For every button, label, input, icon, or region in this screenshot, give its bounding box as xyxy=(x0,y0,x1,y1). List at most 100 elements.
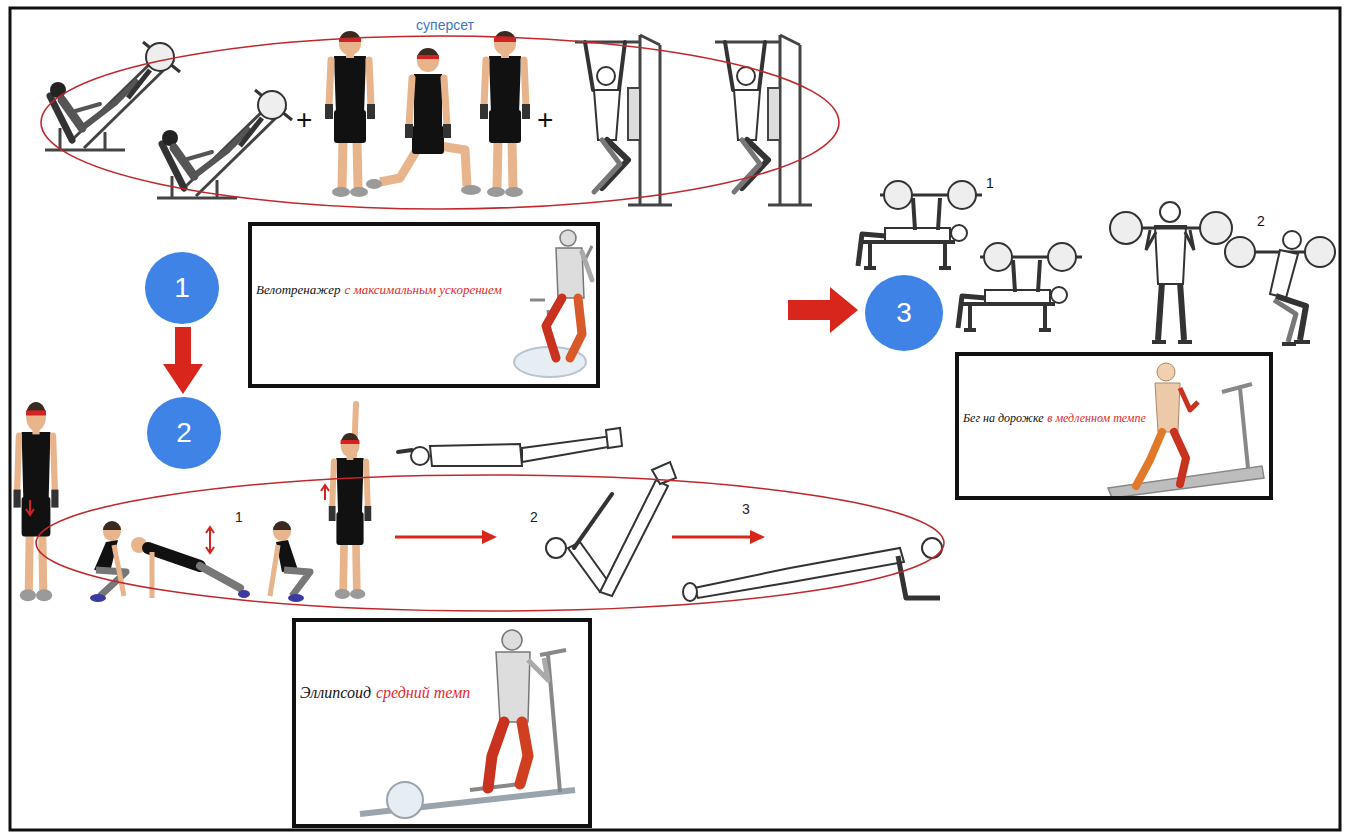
text-group: Эллипсоидсредний темп xyxy=(300,684,470,702)
front-press-figure xyxy=(1152,340,1192,344)
lying-figure xyxy=(398,450,412,452)
standing-man-figure xyxy=(325,31,375,197)
standing-man-figure xyxy=(13,402,58,601)
lunge-figure xyxy=(366,48,481,195)
node-text: 3 xyxy=(742,501,750,517)
text-group: Велотренажерс максимальным ускорением xyxy=(256,280,502,298)
squat-figure xyxy=(1282,342,1310,344)
lying-figure xyxy=(430,444,522,466)
node-text: 1 xyxy=(174,272,190,304)
burpee-figure xyxy=(200,566,240,588)
exercise-ellipse: 123 xyxy=(35,474,945,612)
text-group: 1 xyxy=(145,252,219,324)
red-arrow xyxy=(395,536,484,539)
plus-sign: + xyxy=(296,104,312,136)
lunge-figure xyxy=(412,126,444,154)
bike-figure xyxy=(546,298,562,358)
elliptical-figure xyxy=(470,784,520,790)
red-arrow xyxy=(672,536,752,539)
cardio-box: Велотренажерс максимальным ускорением xyxy=(248,222,600,388)
burpee-figure xyxy=(150,552,155,598)
plus-sign: + xyxy=(296,104,312,136)
node-text: с максимальным ускорением xyxy=(344,283,501,298)
squat-figure xyxy=(1305,237,1335,267)
burpee-figure xyxy=(206,527,214,553)
callout-number: 1 xyxy=(986,174,994,192)
treadmill-figure xyxy=(1108,363,1264,498)
lunge-figure xyxy=(461,185,481,195)
node-text: 2 xyxy=(176,417,192,449)
bench-press-figure xyxy=(858,181,982,268)
v-up-figure xyxy=(546,538,566,558)
step-circle: 3 xyxy=(865,275,943,351)
superset-ellipse: суперсет xyxy=(40,35,840,210)
text-group: 3 xyxy=(742,500,750,518)
node-text: Бег на дорожке xyxy=(963,412,1044,426)
burpee-figure xyxy=(26,404,356,602)
front-press-figure xyxy=(1155,226,1186,284)
ellipse-outline xyxy=(41,36,839,209)
bike-figure xyxy=(570,298,582,358)
node-text: в медленном темпе xyxy=(1047,412,1146,426)
plank-figure xyxy=(898,556,940,598)
burpee-figure xyxy=(321,485,329,500)
frame xyxy=(10,8,1340,830)
elliptical-figure xyxy=(488,722,504,788)
burpee-figure xyxy=(103,521,121,530)
lunge-figure xyxy=(443,124,451,138)
callout-number: 2 xyxy=(1257,212,1265,230)
burpee-figure xyxy=(114,545,124,596)
plank-figure xyxy=(683,538,942,601)
callout-number: 2 xyxy=(1257,213,1265,229)
elliptical-figure xyxy=(520,722,528,784)
lunge-figure xyxy=(409,78,447,126)
node-text: средний темп xyxy=(376,684,470,702)
burpee-figure xyxy=(238,590,250,598)
flow-arrow xyxy=(175,327,191,364)
leg-press-figure xyxy=(157,90,292,198)
plank-figure xyxy=(683,583,697,601)
standing-man-figure xyxy=(329,433,372,599)
text-group: суперсет xyxy=(413,16,477,34)
lunge-figure xyxy=(440,146,467,186)
burpee-figure xyxy=(26,500,34,515)
bike-figure xyxy=(560,230,576,246)
front-press-figure xyxy=(1200,212,1232,244)
treadmill-figure xyxy=(1222,384,1252,468)
burpee-figure xyxy=(148,548,200,566)
burpee-figure xyxy=(273,521,291,530)
front-press-figure xyxy=(1158,282,1184,340)
treadmill-figure xyxy=(1155,383,1180,432)
node-text: суперсет xyxy=(413,17,477,33)
hanging-leg-raise-figure xyxy=(715,35,812,205)
treadmill-figure xyxy=(1174,432,1186,484)
step-circle: 1 xyxy=(145,252,219,324)
text-group: 2 xyxy=(147,397,221,469)
front-press-figure xyxy=(1110,202,1232,342)
plank-figure xyxy=(694,548,904,598)
elliptical-figure xyxy=(360,630,575,818)
treadmill-figure xyxy=(1180,388,1198,410)
red-arrow xyxy=(788,287,858,333)
v-up-figure xyxy=(546,462,676,596)
burpee-figure xyxy=(284,570,310,596)
front-press-figure xyxy=(1160,202,1180,222)
red-arrow xyxy=(482,530,497,544)
lying-figure xyxy=(398,428,622,466)
cardio-box: Эллипсоидсредний темп xyxy=(292,618,592,828)
front-press-figure xyxy=(1146,230,1194,250)
bike-figure xyxy=(556,248,584,298)
red-arrow xyxy=(750,530,765,544)
ellipse-outline xyxy=(35,474,945,612)
node-text: Велотренажер xyxy=(256,283,341,298)
standing-man-figure xyxy=(480,31,530,197)
lunge-figure xyxy=(405,124,413,138)
lying-figure xyxy=(606,428,622,448)
squat-figure xyxy=(1274,300,1296,342)
lunge-figure xyxy=(417,48,439,59)
